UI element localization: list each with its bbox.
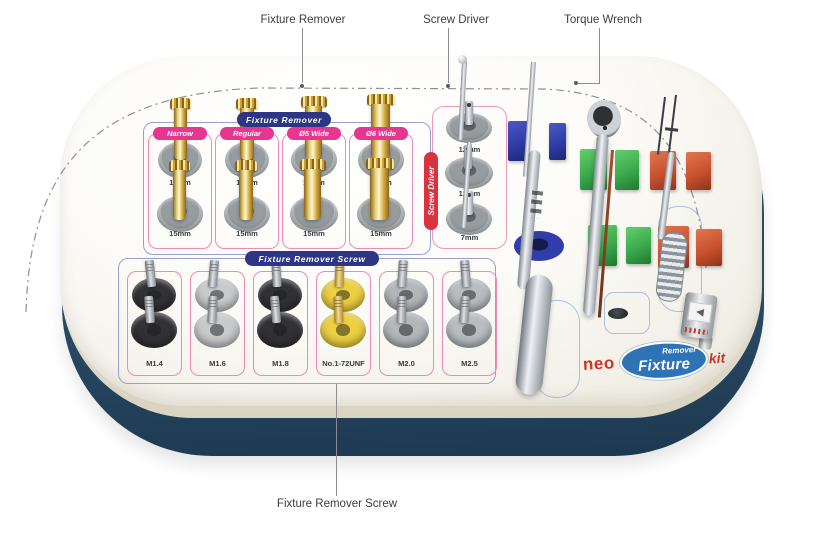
slot-size-label: 15mm xyxy=(370,229,392,238)
column-header: Regular xyxy=(220,127,274,140)
screw-holder xyxy=(446,312,492,348)
orange-holder-block xyxy=(686,152,711,190)
fixture-remover-column-narrow: Narrow 10mm 15mm xyxy=(148,98,212,249)
remover-screw xyxy=(144,295,155,324)
callout-leader-line xyxy=(336,384,337,496)
slot-size-label: 7mm xyxy=(460,233,479,242)
slot-size-label: 15mm xyxy=(236,229,258,238)
fixture-remover-tool xyxy=(299,159,326,220)
callout-leader-line xyxy=(448,28,449,83)
fixture-remover-column-wide5: Ø5 Wide 10mm 15mm xyxy=(282,96,346,249)
screw-size-label: M2.5 xyxy=(461,359,478,368)
brand-logo: neo Remover Fixture kit xyxy=(582,338,734,388)
callout-leader-line xyxy=(599,28,600,83)
logo-ellipse: Remover Fixture xyxy=(618,339,709,382)
screw-holder xyxy=(383,312,429,348)
screw-column-m16: M1.6 xyxy=(190,259,245,376)
fixture-remover-tool xyxy=(168,160,190,220)
screw-driver-pill: Screw Driver xyxy=(424,152,438,230)
screw-size-label: M1.8 xyxy=(272,359,289,368)
screw-size-label: No.1-72UNF xyxy=(322,359,365,368)
callout-leader-dot xyxy=(300,84,304,88)
fixture-remover-screw-section-title: Fixture Remover Screw xyxy=(245,251,379,266)
remover-screw xyxy=(207,295,218,324)
logo-fixture: Fixture xyxy=(637,355,691,376)
remover-screw xyxy=(459,295,470,324)
screw-column-unf: No.1-72UNF xyxy=(316,259,371,376)
screw-column-m20: M2.0 xyxy=(379,259,434,376)
blue-holder-block xyxy=(549,123,566,160)
fixture-remover-section-title: Fixture Remover xyxy=(237,112,331,127)
callout-leader-dot xyxy=(446,84,450,88)
orange-holder-block xyxy=(696,229,722,266)
screw-column-m14: M1.4 xyxy=(127,259,182,376)
screw-size-label: M1.4 xyxy=(146,359,163,368)
screwdriver-bit xyxy=(465,101,473,125)
column-header: Ø6 Wide xyxy=(354,127,408,140)
callout-screw-driver: Screw Driver xyxy=(423,14,489,26)
slot-size-label: 15mm xyxy=(303,229,325,238)
callout-torque-wrench: Torque Wrench xyxy=(564,14,642,26)
callout-leader-line xyxy=(578,83,600,84)
torque-wrench-pin xyxy=(603,126,607,130)
fixture-remover-tool xyxy=(234,160,257,220)
screwdriver-ball-top xyxy=(458,55,467,64)
column-header: Ø5 Wide xyxy=(287,127,341,140)
red-stripe-marks xyxy=(684,326,709,336)
callout-leader-line xyxy=(302,28,303,83)
remover-screw xyxy=(397,259,408,288)
green-holder-block xyxy=(626,227,651,264)
fixture-remover-column-wide6: Ø6 Wide 10mm 15mm xyxy=(349,94,413,249)
callout-fixture-remover: Fixture Remover xyxy=(260,14,346,26)
screw-holder xyxy=(194,312,240,348)
screw-size-label: M2.0 xyxy=(398,359,415,368)
fixture-remover-tool xyxy=(365,158,394,220)
logo-kit: kit xyxy=(708,349,726,367)
screw-column-m18: M1.8 xyxy=(253,259,308,376)
remover-screw xyxy=(396,295,407,324)
screw-column-m25: M2.5 xyxy=(442,259,497,376)
callout-leader-dot xyxy=(574,81,578,85)
remover-screw xyxy=(333,295,344,324)
remover-screw xyxy=(460,259,471,288)
driver-head: ◀ xyxy=(680,291,718,340)
screw-size-label: M1.6 xyxy=(209,359,226,368)
arrow-sticker: ◀ xyxy=(687,301,713,324)
green-holder-block xyxy=(615,150,639,190)
logo-remover: Remover xyxy=(661,344,697,356)
fixture-remover-column-regular: Regular 10mm 15mm xyxy=(215,98,279,249)
torque-wrench-end-cap xyxy=(608,308,628,319)
logo-neo: neo xyxy=(582,353,616,374)
callout-fixture-remover-screw: Fixture Remover Screw xyxy=(276,498,398,510)
slot-size-label: 15mm xyxy=(169,229,191,238)
column-header: Narrow xyxy=(153,127,207,140)
